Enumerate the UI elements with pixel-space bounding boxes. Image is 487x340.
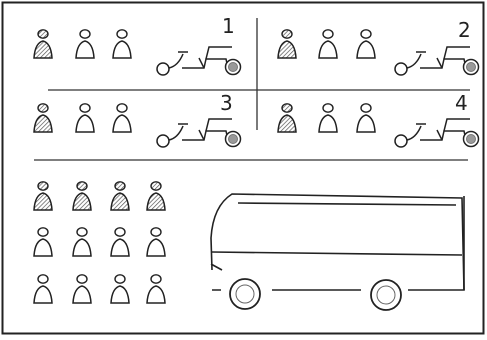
panel-3-person-1 [34,104,52,132]
panel-4-person-3 [357,104,375,132]
panel-2-person-2 [319,30,337,58]
panel-4-person-2 [319,104,337,132]
panel-2-rickshaw-icon [395,47,479,75]
bus-passenger-r2-c1 [34,228,52,256]
bus-front-wheel [230,279,260,309]
bus-passenger-r3-c3 [111,275,129,303]
bus-passenger-r3-c2 [73,275,91,303]
bus-passenger-r1-c4 [147,182,165,210]
panel-3-rickshaw-icon [157,119,241,147]
panel-1-person-1 [34,30,52,58]
bus-passenger-r2-c3 [111,228,129,256]
panel-label-2: 2 [458,18,471,42]
bus-icon [211,194,464,290]
panel-2-person-1 [278,30,296,58]
panel-label-1: 1 [222,14,235,38]
bus-rear-wheel [371,280,401,310]
people-layer [34,30,375,303]
bus-passenger-r1-c3 [111,182,129,210]
bus-passenger-r1-c2 [73,182,91,210]
panel-3-person-2 [76,104,94,132]
panel-label-4: 4 [455,91,468,115]
panel-4-person-1 [278,104,296,132]
panel-2-person-3 [357,30,375,58]
panel-1-rickshaw-icon [157,47,241,75]
bus-passenger-r2-c2 [73,228,91,256]
vehicle-layer [157,47,479,147]
bus-passenger-r3-c1 [34,275,52,303]
panel-4-rickshaw-icon [395,119,479,147]
panel-3-person-3 [113,104,131,132]
panel-1-person-3 [113,30,131,58]
bus-passenger-r2-c4 [147,228,165,256]
bus-passenger-r1-c1 [34,182,52,210]
panel-label-3: 3 [220,91,233,115]
panel-1-person-2 [76,30,94,58]
bus-passenger-r3-c4 [147,275,165,303]
